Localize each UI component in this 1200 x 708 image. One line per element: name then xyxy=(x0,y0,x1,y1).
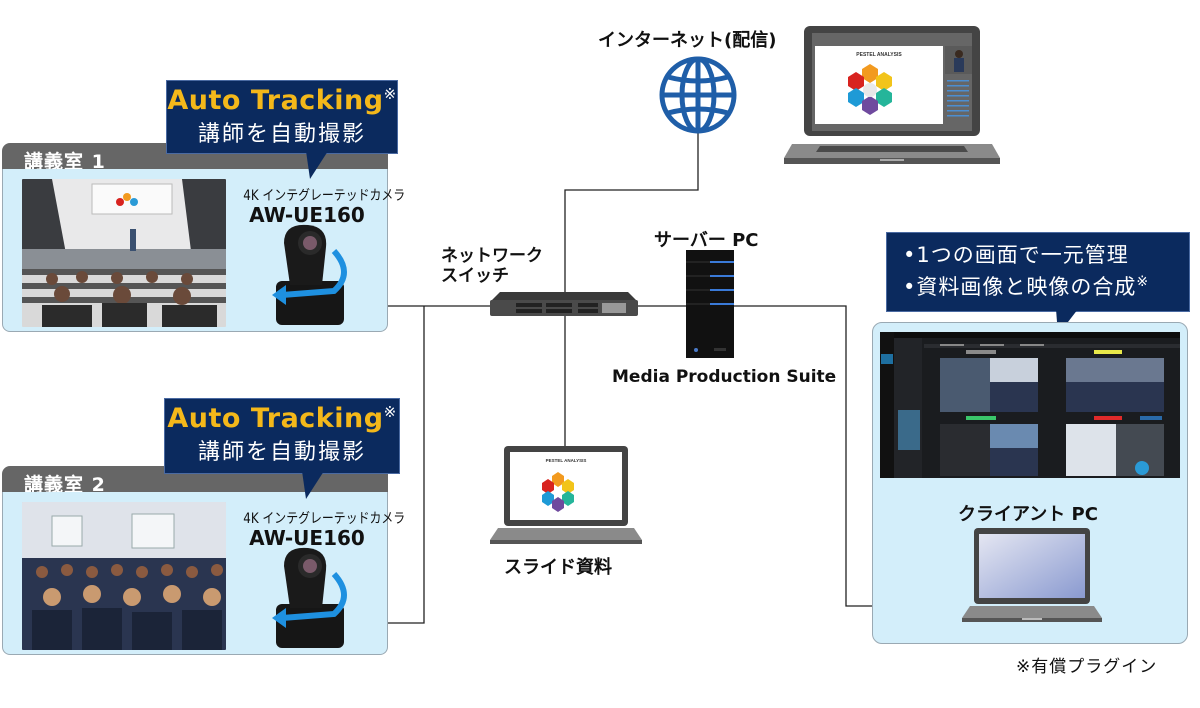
auto-tracking-callout-2: Auto Tracking※ 講師を自動撮影 xyxy=(164,398,400,474)
network-switch-icon xyxy=(490,292,638,316)
svg-text:PESTEL ANALYSIS: PESTEL ANALYSIS xyxy=(856,52,902,58)
ptz-camera-icon xyxy=(272,224,347,325)
callout-subtitle: 講師を自動撮影 xyxy=(197,440,366,465)
footnote-mark: ※ xyxy=(1136,274,1150,290)
callout-tail xyxy=(306,151,328,179)
room-title: 講義室 1 xyxy=(24,151,106,173)
footnote-mark: ※ xyxy=(383,85,397,103)
client-features-callout: •1つの画面で一元管理 •資料画像と映像の合成※ xyxy=(886,232,1190,312)
media-production-suite-screen xyxy=(880,332,1180,478)
lecture-room-2: 講義室 2 4K インテグレーテッドカメラ AW-UE160 xyxy=(2,466,406,656)
switch-label-line1: ネットワーク xyxy=(441,246,543,266)
callout-title: Auto Tracking xyxy=(167,85,384,116)
camera-label: 4K インテグレーテッドカメラ AW-UE160 xyxy=(232,185,406,227)
footnote: ※有償プラグイン xyxy=(1016,657,1158,677)
callout-subtitle: 講師を自動撮影 xyxy=(197,122,366,147)
camera-model: AW-UE160 xyxy=(249,203,365,227)
lecture-room-1: 講義室 1 4K インテグレーテッドカメラ AW-UE160 xyxy=(2,143,406,333)
software-label: Media Production Suite xyxy=(612,367,837,387)
camera-type: 4K インテグレーテッドカメラ xyxy=(243,511,406,527)
feature-2: •資料画像と映像の合成※ xyxy=(903,274,1150,299)
server-label: サーバー PC xyxy=(654,230,759,251)
camera-type: 4K インテグレーテッドカメラ xyxy=(243,188,406,204)
switch-label: ネットワーク スイッチ xyxy=(441,246,543,286)
conference-hall-photo xyxy=(22,502,226,650)
callout-title: Auto Tracking xyxy=(167,403,384,434)
feature-1: •1つの画面で一元管理 xyxy=(903,243,1129,267)
client-laptop-icon xyxy=(962,528,1102,622)
callout-tail xyxy=(302,471,324,499)
lecture-hall-photo xyxy=(22,179,226,327)
globe-icon xyxy=(659,56,737,134)
camera-label: 4K インテグレーテッドカメラ AW-UE160 xyxy=(232,508,406,550)
streaming-laptop-icon: PESTEL ANALYSIS xyxy=(784,26,1000,164)
internet-label: インターネット(配信) xyxy=(598,30,777,51)
client-pc-label: クライアント PC xyxy=(958,504,1098,525)
svg-text:PESTEL ANALYSIS: PESTEL ANALYSIS xyxy=(546,458,587,463)
auto-tracking-callout-1: Auto Tracking※ 講師を自動撮影 xyxy=(166,80,398,154)
slides-laptop-icon: PESTEL ANALYSIS xyxy=(490,446,642,544)
slides-label: スライド資料 xyxy=(504,557,612,578)
line-internet-switch xyxy=(564,133,699,300)
switch-label-line2: スイッチ xyxy=(441,266,509,286)
ptz-camera-icon xyxy=(272,547,347,648)
footnote-mark: ※ xyxy=(383,403,397,421)
room-title: 講義室 2 xyxy=(24,474,106,496)
server-tower-icon xyxy=(686,250,734,358)
camera-model: AW-UE160 xyxy=(249,526,365,550)
